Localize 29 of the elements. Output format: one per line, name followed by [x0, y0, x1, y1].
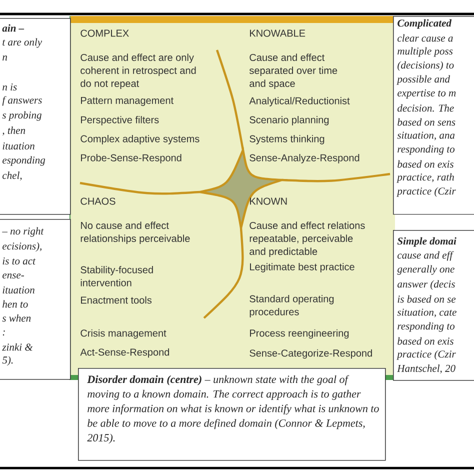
- list-item: No cause and effect relationships perceivable: [80, 222, 190, 244]
- definition-box: Complicated clear cause a multiple poss (decisions) to possible and expertise to m decision. The based on sens situation, ana responding to based on exis practice, rath practice (Czir: [393, 16, 474, 215]
- list-item: Complex adaptive systems: [80, 135, 200, 144]
- list-item: Cause and effect relations repeatable, perceivable and predictable: [250, 222, 365, 257]
- definition-box: ain – t are only n n is f answers s probing , then ituation esponding chel,: [0, 18, 71, 215]
- list-item: Enactment tools: [81, 296, 152, 304]
- list-item: Probe-Sense-Respond: [81, 154, 182, 164]
- definition-box: Simple domai cause and eff generally one answer (decis is based on se situation, cate responding to based on exis practice (Czir Hantschel, 20: [393, 230, 474, 381]
- definition-box: – no right ecisions), is to act ense- ituation hen to s when : zinki & 5).: [0, 219, 71, 380]
- quadrant-heading: KNOWABLE: [250, 30, 306, 37]
- quadrant-heading: COMPLEX: [80, 30, 129, 37]
- quadrant-heading: CHAOS: [80, 198, 116, 205]
- list-item: Systems thinking: [250, 135, 324, 144]
- list-item: Process reengineering: [250, 329, 349, 339]
- list-item: Sense-Categorize-Respond: [250, 349, 372, 359]
- list-item: Sense-Analyze-Respond: [250, 154, 360, 164]
- list-item: Act-Sense-Respond: [80, 348, 170, 358]
- list-item: Perspective filters: [81, 116, 159, 126]
- list-item: Cause and effect separated over time and space: [249, 54, 338, 89]
- list-item: Crisis management: [80, 329, 166, 339]
- list-item: Pattern management: [81, 97, 174, 106]
- definition-box: Disorder domain (centre) – unknown state with the goal of moving to a known domain. The correct approach is to gather more information on what is known or identify what is unknown to be able to move to a more defined domain (Connor & Lepmets, 2015).: [78, 368, 386, 461]
- quadrant-heading: KNOWN: [250, 198, 287, 205]
- list-item: Stability-focused intervention: [80, 266, 153, 286]
- list-item: Scenario planning: [250, 116, 329, 126]
- list-item: Cause and effect are only coherent in retrospect and do not repeat: [80, 54, 196, 89]
- list-item: Standard operating procedures: [250, 295, 334, 318]
- list-item: Legitimate best practice: [250, 263, 354, 272]
- list-item: Analytical/Reductionist: [249, 97, 350, 106]
